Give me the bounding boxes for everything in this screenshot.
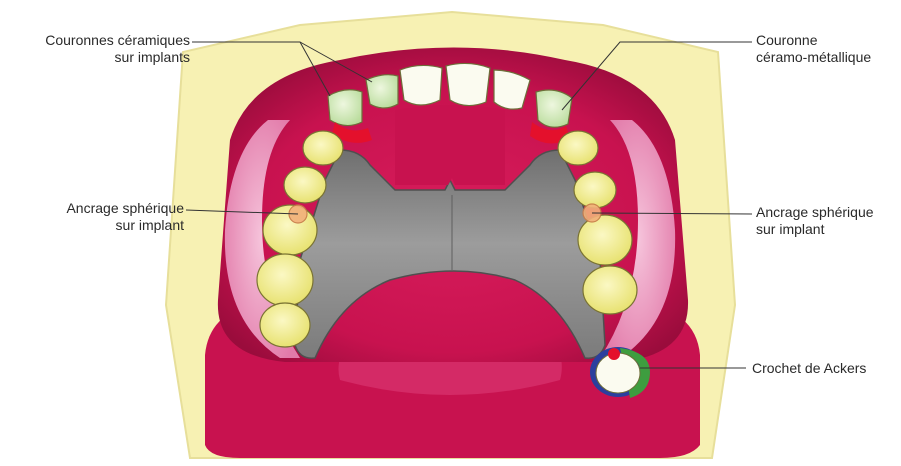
premolar-right-2 — [574, 172, 616, 208]
clasp-tooth-crown — [596, 353, 640, 393]
label-metal-ceramic-line1: Couronne — [756, 32, 896, 49]
molar-right-2 — [583, 266, 637, 314]
molar-right-1 — [578, 215, 632, 265]
palate-notch — [395, 105, 505, 185]
label-ceramic-crowns-line2: sur implants — [10, 49, 190, 66]
premolar-left-1 — [303, 131, 343, 165]
premolar-left-2 — [284, 167, 326, 203]
label-ball-right-line2: sur implant — [756, 221, 896, 238]
incisor-2 — [446, 63, 490, 105]
label-ball-attachment-right: Ancrage sphérique sur implant — [756, 204, 896, 238]
label-ceramic-crowns-line1: Couronnes céramiques — [10, 32, 190, 49]
canine-left — [328, 90, 362, 126]
lateral-left — [366, 75, 398, 108]
molar-left-2 — [257, 254, 313, 306]
label-ball-left-line1: Ancrage sphérique — [20, 200, 184, 217]
label-metal-ceramic-crown: Couronne céramo-métallique — [756, 32, 896, 66]
label-ackers-line1: Crochet de Ackers — [752, 360, 897, 377]
clasp-rest — [608, 348, 620, 360]
canine-right — [536, 90, 572, 127]
label-ball-left-line2: sur implant — [20, 217, 184, 234]
premolar-right-1 — [558, 131, 598, 165]
incisor-1 — [400, 65, 442, 105]
label-metal-ceramic-line2: céramo-métallique — [756, 49, 896, 66]
label-ball-attachment-left: Ancrage sphérique sur implant — [20, 200, 184, 234]
molar-left-3 — [260, 303, 310, 347]
label-ball-right-line1: Ancrage sphérique — [756, 204, 896, 221]
label-ackers-clasp: Crochet de Ackers — [752, 360, 897, 377]
label-ceramic-crowns: Couronnes céramiques sur implants — [10, 32, 190, 66]
